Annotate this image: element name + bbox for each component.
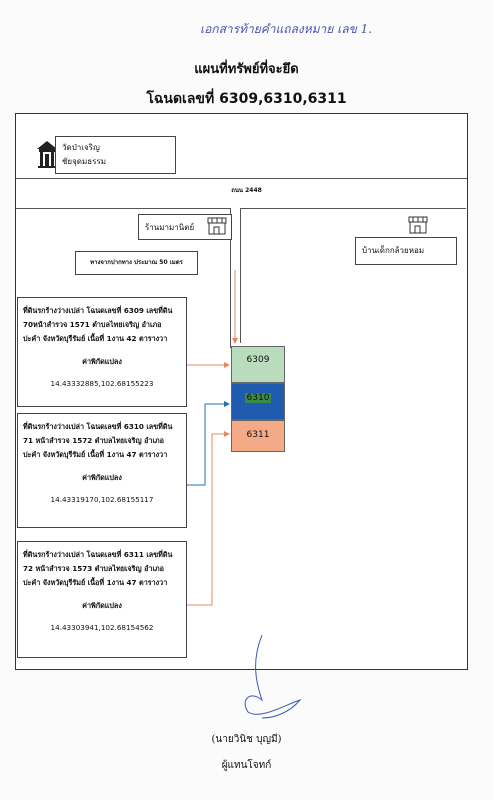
parcel-6310-label: 6310 xyxy=(244,393,272,403)
parcel-desc-line3: ปะคำ จังหวัดบุรีรัมย์ เนื้อที่ 1งาน 47 ต… xyxy=(23,450,168,459)
road-line-top xyxy=(16,178,467,179)
temple-name-line2: ชัยจุดมธรรม xyxy=(62,157,107,166)
parcel-desc-line2: 72 หน้าสำรวจ 1573 ตำบลไทยเจริญ อำเภอ xyxy=(23,564,164,573)
temple-icon xyxy=(37,141,57,168)
parcel-desc-line3: ปะคำ จังหวัดบุรีรัมย์ เนื้อที่ 1งาน 42 ต… xyxy=(23,334,168,343)
road-line-bottom-left xyxy=(16,208,230,209)
shop-icon xyxy=(408,216,428,234)
arrow-6311 xyxy=(187,431,230,606)
side-road-right xyxy=(240,208,241,343)
signature-scribble xyxy=(244,634,302,719)
parcel-desc-line1: ที่ดินรกร้างว่างเปล่า โฉนดเลขที่ 6310 เล… xyxy=(23,422,173,431)
signer-name: (นายวินิช บุญมี) xyxy=(211,734,282,745)
shop-left-label: ร้านมามานิตย์ xyxy=(145,223,195,232)
temple-name-line1: วัดป่าเจริญ xyxy=(62,143,100,152)
handwritten-note: เอกสารท้ายคำแถลงหมาย เลข 1. xyxy=(200,22,373,36)
coord-value: 14.43332885,102.68155223 xyxy=(50,379,154,388)
signer-role: ผู้แทนโจทก์ xyxy=(221,760,272,771)
coord-header: ค่าพิกัดแปลง xyxy=(82,601,122,610)
parcel-6309-label: 6309 xyxy=(246,355,270,365)
parcel-6311-label: 6311 xyxy=(246,430,270,440)
road-label: ถนน 2448 xyxy=(231,187,262,194)
arrow-6310 xyxy=(187,401,230,486)
road-line-bottom-right xyxy=(240,208,466,209)
shop-icon xyxy=(207,217,227,235)
temple-label-box: วัดป่าเจริญ ชัยจุดมธรรม xyxy=(55,136,176,174)
parcel-6309: 6309 xyxy=(231,346,285,383)
shop-right-label: บ้านเด็กกล้วยหอม xyxy=(362,246,425,255)
parcel-desc-line1: ที่ดินรกร้างว่างเปล่า โฉนดเลขที่ 6309 เล… xyxy=(23,306,173,315)
deed-title: โฉนดเลขที่ 6309,6310,6311 xyxy=(146,91,347,107)
shop-right-box: บ้านเด็กกล้วยหอม xyxy=(355,237,457,265)
coord-value: 14.43319170,102.68155117 xyxy=(50,495,154,504)
parcel-desc-line1: ที่ดินรกร้างว่างเปล่า โฉนดเลขที่ 6311 เล… xyxy=(23,550,173,559)
parcel-6311: 6311 xyxy=(231,420,285,452)
parcel-desc-line2: 70หน้าสำรวจ 1571 ตำบลไทยเจริญ อำเภอ xyxy=(23,320,162,329)
distance-note: ทางจากปากทาง ประมาณ 50 เมตร xyxy=(75,251,198,275)
side-road-left xyxy=(230,208,231,348)
parcel-desc-line3: ปะคำ จังหวัดบุรีรัมย์ เนื้อที่ 1งาน 47 ต… xyxy=(23,578,168,587)
parcel-info-6310: ที่ดินรกร้างว่างเปล่า โฉนดเลขที่ 6310 เล… xyxy=(17,413,187,528)
page-title: แผนที่ทรัพย์ที่จะยึด xyxy=(194,62,299,77)
parcel-6310: 6310 xyxy=(231,383,285,420)
coord-header: ค่าพิกัดแปลง xyxy=(82,357,122,366)
coord-header: ค่าพิกัดแปลง xyxy=(82,473,122,482)
coord-value: 14.43303941,102.68154562 xyxy=(50,623,154,632)
parcel-info-6309: ที่ดินรกร้างว่างเปล่า โฉนดเลขที่ 6309 เล… xyxy=(17,297,187,407)
parcel-info-6311: ที่ดินรกร้างว่างเปล่า โฉนดเลขที่ 6311 เล… xyxy=(17,541,187,658)
parcel-desc-line2: 71 หน้าสำรวจ 1572 ตำบลไทยเจริญ อำเภอ xyxy=(23,436,164,445)
